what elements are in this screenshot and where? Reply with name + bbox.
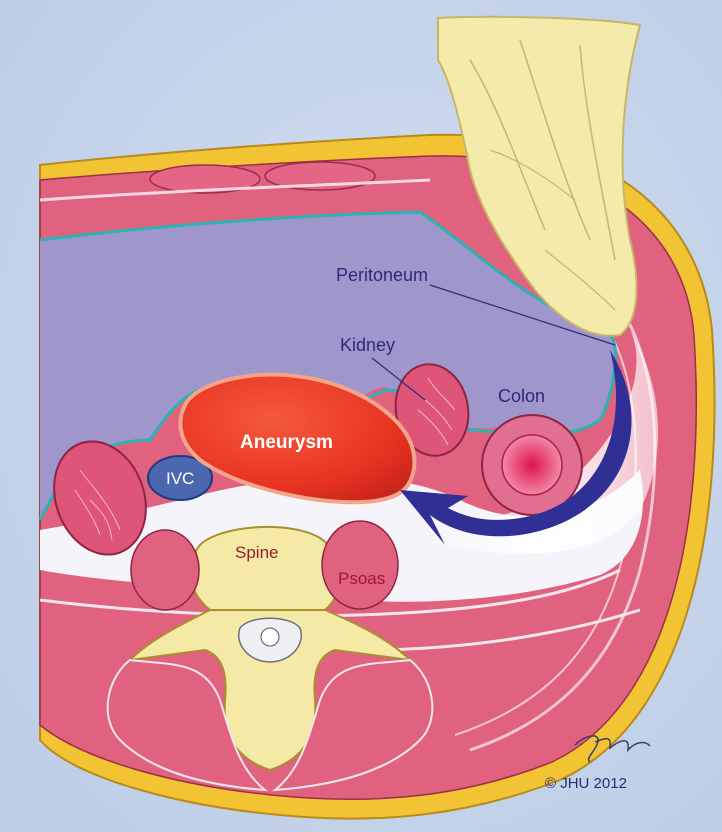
aneurysm-label: Aneurysm [240,432,333,453]
spinal-cord [261,628,279,646]
psoas-right [322,521,398,609]
copyright-text: © JHU 2012 [545,775,627,792]
colon-label: Colon [498,386,545,406]
psoas-left [131,530,199,610]
colon-mucosa [502,435,562,495]
psoas-label: Psoas [338,569,385,588]
ivc-label: IVC [166,469,194,488]
kidney-label: Kidney [340,335,395,355]
spine-label: Spine [235,543,278,562]
peritoneum-label: Peritoneum [336,265,428,285]
